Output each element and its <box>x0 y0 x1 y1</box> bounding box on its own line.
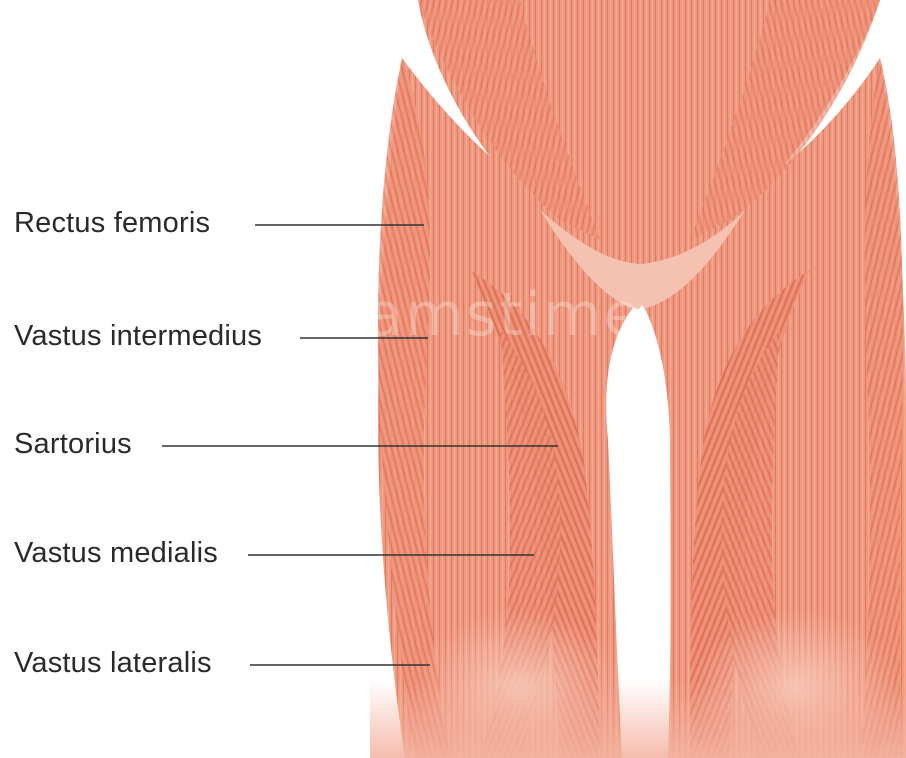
label-vastus-lateralis: Vastus lateralis <box>14 649 212 678</box>
bottom-fade <box>370 680 906 758</box>
label-vastus-medialis: Vastus medialis <box>14 539 218 568</box>
label-vastus-intermedius: Vastus intermedius <box>14 322 262 351</box>
label-sartorius: Sartorius <box>14 430 132 459</box>
label-rectus-femoris: Rectus femoris <box>14 209 210 238</box>
